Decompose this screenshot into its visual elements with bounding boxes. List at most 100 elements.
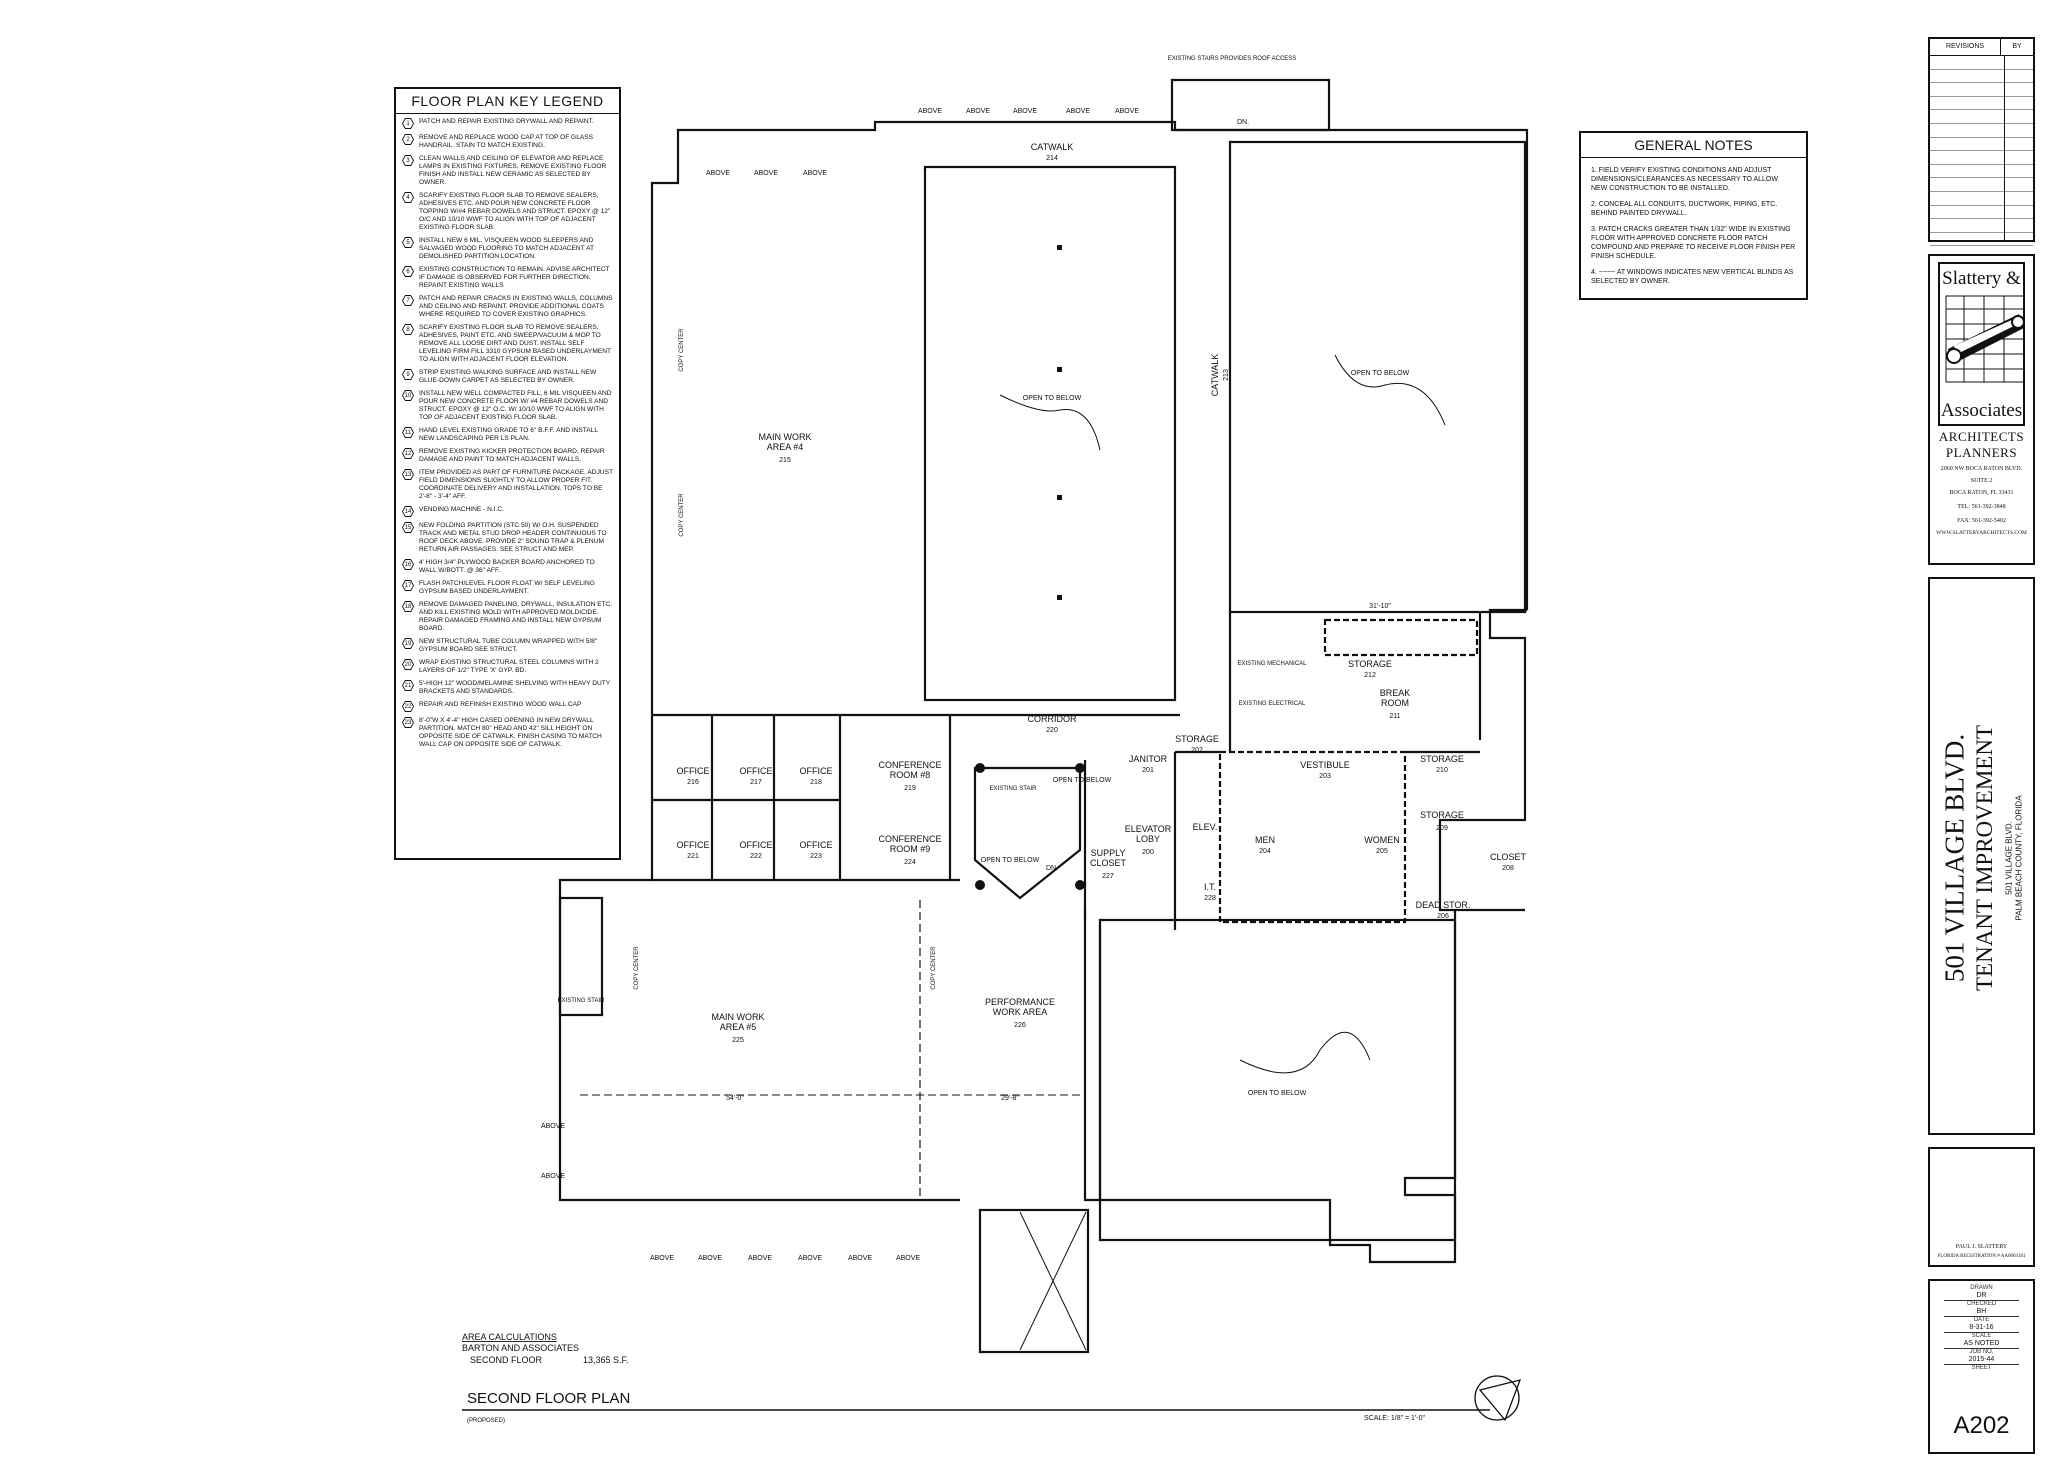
room-men-num: 204 [1259, 848, 1271, 855]
general-notes-list: 1. FIELD VERIFY EXISTING CONDITIONS AND … [1581, 158, 1806, 301]
revisions-by-label: BY [2012, 43, 2022, 50]
room-office-216: OFFICE [677, 766, 710, 776]
general-note: 3. PATCH CRACKS GREATER THAN 1/32" WIDE … [1591, 226, 1796, 260]
room-main-work-4-num: 215 [779, 457, 791, 464]
firm-planners: PLANNERS [1945, 445, 2018, 460]
legend-key-hexagon-icon: 17 [402, 580, 414, 591]
firm-name-2: Associates [1940, 400, 2023, 421]
legend-item-text: EXISTING CONSTRUCTION TO REMAIN. ADVISE … [419, 266, 610, 289]
open-area-east [1228, 140, 1527, 614]
room-conf-8-num: 219 [904, 785, 916, 792]
revisions-label: REVISIONS [1930, 39, 2001, 55]
scale-label: SCALE [1971, 1333, 1992, 1339]
legend-item-text: FLASH PATCH/LEVEL FLOOR FLOAT W/ SELF LE… [419, 580, 595, 595]
room-office-222-num: 222 [750, 853, 762, 860]
room-vestibule: VESTIBULE [1300, 760, 1350, 770]
above-label-6: ABOVE [1013, 108, 1037, 115]
dn-label-2: DN. [1046, 865, 1058, 872]
room-storage-210: STORAGE [1420, 754, 1464, 764]
room-corridor-num: 220 [1046, 727, 1058, 734]
room-men: MEN [1255, 835, 1275, 845]
room-closet: CLOSET [1490, 852, 1527, 862]
room-supply-closet: SUPPLY [1091, 848, 1126, 858]
room-dead-stor-num: 206 [1437, 913, 1449, 920]
room-storage-212: STORAGE [1348, 659, 1392, 669]
area-calc-by: BARTON AND ASSOCIATES [462, 1343, 579, 1353]
room-office-217: OFFICE [740, 766, 773, 776]
above-label-1: ABOVE [706, 170, 730, 177]
room-conf-8-sub: ROOM #8 [890, 770, 931, 780]
room-janitor-num: 201 [1142, 767, 1154, 774]
legend-item-text: 4' HIGH 3/4" PLYWOOD BACKER BOARD ANCHOR… [419, 559, 595, 574]
existing-stair-label-2: EXISTING STAIR [558, 998, 606, 1004]
legend-item: 16 4' HIGH 3/4" PLYWOOD BACKER BOARD ANCH… [402, 559, 613, 575]
open-area-214 [923, 165, 1177, 702]
general-note: 4. ~~~~ AT WINDOWS INDICATES NEW VERTICA… [1591, 269, 1794, 285]
project-title: 501 VILLAGE BLVD. TENANT IMPROVEMENT 501… [1930, 579, 2037, 1137]
legend-key-hexagon-icon: 16 [402, 559, 414, 570]
legend-item-text: 5'-HIGH 12" WOOD/MELAMINE SHELVING WITH … [419, 680, 611, 695]
legend-key-hexagon-icon: 15 [402, 522, 414, 533]
exterior-wall-west-upper [558, 198, 960, 1202]
room-performance-sub: WORK AREA [993, 1007, 1048, 1017]
legend-key-hexagon-icon: 6 [402, 266, 414, 277]
drawn-label: DRAWN [1970, 1285, 1993, 1291]
firm-web: WWW.SLATTERYARCHITECTS.COM [1936, 530, 2027, 536]
central-stair [973, 766, 1082, 900]
open-to-below-5: OPEN TO BELOW [981, 857, 1040, 864]
project-block: 501 VILLAGE BLVD. TENANT IMPROVEMENT 501… [1928, 577, 2035, 1135]
open-to-below-2: OPEN TO BELOW [1351, 370, 1410, 377]
sheet-number: A202 [1953, 1412, 2010, 1439]
dim-54: 54'-0" [726, 1095, 744, 1102]
legend-key-hexagon-icon: 8 [402, 324, 414, 335]
room-office-221: OFFICE [677, 840, 710, 850]
legend-item-text: REMOVE AND REPLACE WOOD CAP AT TOP OF GL… [419, 134, 594, 149]
copy-center-1: COPY CENTER [679, 328, 685, 372]
room-break-num: 211 [1389, 713, 1400, 720]
catwalk-side-num: 213 [1223, 369, 1230, 381]
room-conf-9: CONFERENCE [878, 834, 941, 844]
legend-item-text: HAND LEVEL EXISTING GRADE TO 6" B.F.F. A… [419, 427, 598, 442]
exterior-wall-south [1083, 910, 1457, 1264]
south-shaft [978, 1208, 1090, 1354]
legend-key-hexagon-icon: 9 [402, 369, 414, 380]
room-conf-9-sub: ROOM #9 [890, 844, 931, 854]
legend-key-hexagon-icon: 12 [402, 448, 414, 459]
room-janitor: JANITOR [1129, 754, 1168, 764]
room-break-sub: ROOM [1381, 698, 1409, 708]
project-name: 501 VILLAGE BLVD. [1939, 733, 1970, 983]
room-conf-8: CONFERENCE [878, 760, 941, 770]
legend-item-text: PATCH AND REPAIR CRACKS IN EXISTING WALL… [419, 295, 613, 318]
above-label-10: ABOVE [698, 1255, 722, 1262]
room-office-218: OFFICE [800, 766, 833, 776]
firm-logo-graphic [1945, 295, 2023, 383]
existing-stair-label-1: EXISTING STAIR [990, 786, 1038, 792]
room-exist-mech: EXISTING MECHANICAL [1237, 661, 1307, 667]
legend-key-hexagon-icon: 18 [402, 601, 414, 612]
legend-item: 7 PATCH AND REPAIR CRACKS IN EXISTING WAL… [402, 295, 613, 319]
above-label-15: ABOVE [541, 1123, 565, 1130]
room-main-work-4-area: AREA #4 [767, 442, 804, 452]
job-value: 2015-44 [1944, 1356, 2019, 1365]
exterior-wall-north [650, 120, 1529, 610]
legend-key-hexagon-icon: 14 [402, 506, 414, 517]
project-location-2: PALM BEACH COUNTY, FLORIDA [2014, 795, 2024, 921]
firm-architects: ARCHITECTS [1938, 429, 2025, 444]
legend-key-hexagon-icon: 20 [402, 659, 414, 670]
legend-key-hexagon-icon: 3 [402, 155, 414, 166]
existing-stairs-roof-label: EXISTING STAIRS PROVIDES ROOF ACCESS [1168, 56, 1297, 62]
above-label-13: ABOVE [848, 1255, 872, 1262]
project-subtitle: TENANT IMPROVEMENT [1972, 725, 1997, 991]
room-it-num: 228 [1204, 895, 1216, 902]
scale-value: AS NOTED [1944, 1340, 2019, 1349]
west-stair [558, 896, 604, 1017]
legend-key-hexagon-icon: 7 [402, 295, 414, 306]
room-corridor: CORRIDOR [1028, 714, 1077, 724]
